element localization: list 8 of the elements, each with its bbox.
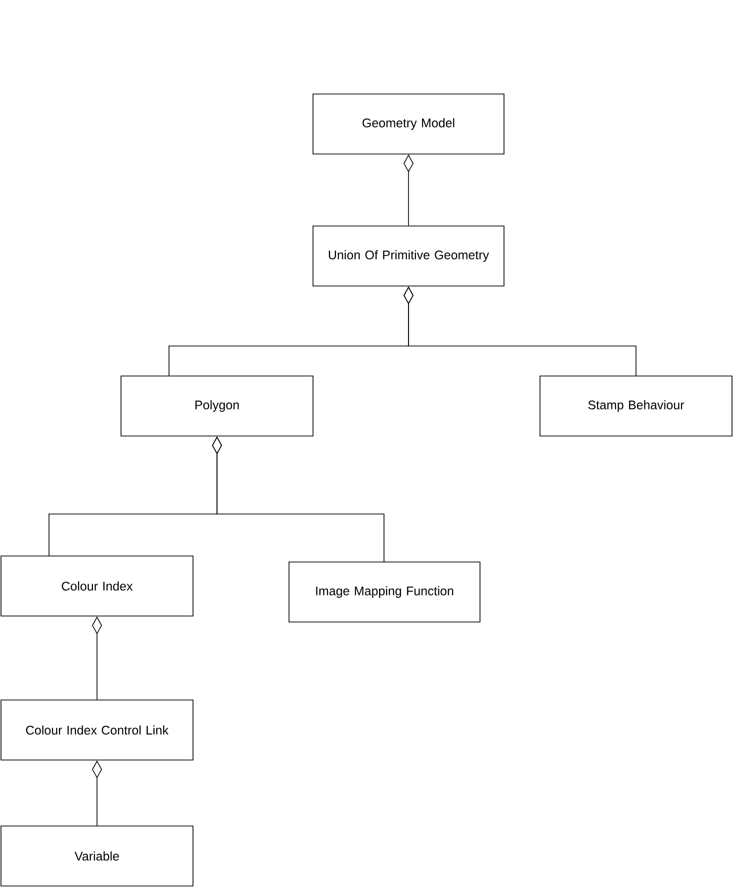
class-box: Variable (0, 826, 194, 886)
class-box: Geometry Model (312, 94, 504, 154)
class-box: Union Of Primitive Geometry (312, 226, 504, 286)
class-box: Colour Index (0, 556, 194, 616)
class-box: Polygon (120, 376, 314, 436)
class-box: Colour Index Control Link (0, 700, 194, 760)
class-box: Stamp Behaviour (540, 376, 732, 436)
class-box: Image Mapping Function (288, 562, 480, 622)
